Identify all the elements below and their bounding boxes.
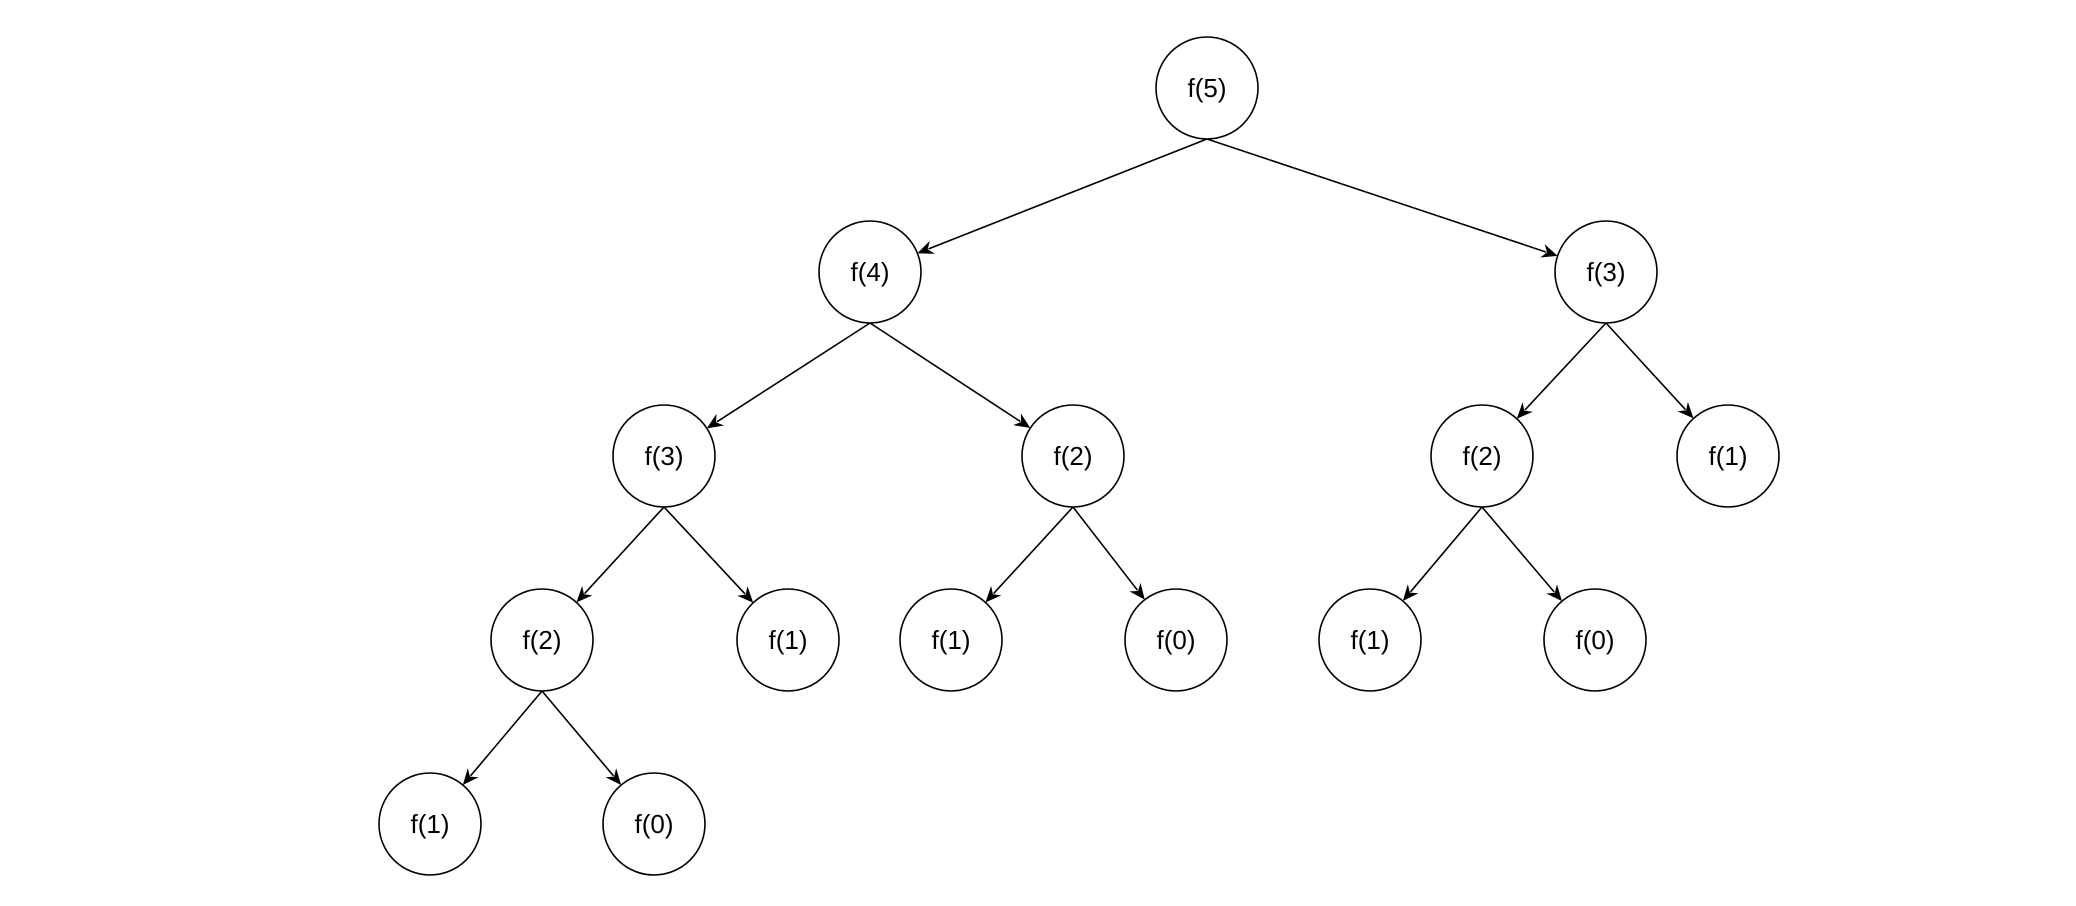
tree-node-n5: f(2) [1021, 404, 1125, 508]
edge-n3-n6 [1524, 322, 1607, 411]
node-label: f(3) [1587, 257, 1626, 287]
arrowhead-n4-n8 [576, 585, 593, 603]
node-circle [1554, 220, 1658, 324]
tree-node-n10: f(1) [899, 588, 1003, 692]
node-circle [899, 588, 1003, 692]
node-label: f(0) [635, 809, 674, 839]
tree-node-n4: f(3) [612, 404, 716, 508]
edge-n1-n3 [1206, 138, 1547, 253]
nodes-layer: f(5) f(4) f(3) f(3) f(2) f(2) f(1) f(2) f(1) f(1)… [378, 36, 1780, 876]
arrowhead-n2-n4 [706, 413, 725, 429]
node-circle [1021, 404, 1125, 508]
arrowhead-n1-n2 [917, 240, 935, 254]
node-label: f(1) [932, 625, 971, 655]
edge-n5-n11 [1072, 506, 1139, 591]
arrowhead-n1-n3 [1540, 244, 1558, 258]
node-circle [602, 772, 706, 876]
node-label: f(2) [1463, 441, 1502, 471]
edge-n4-n8 [583, 506, 665, 595]
edges-layer [462, 138, 1694, 785]
node-circle [612, 404, 716, 508]
edge-n1-n2 [928, 138, 1208, 250]
tree-node-n14: f(1) [378, 772, 482, 876]
edge-n2-n4 [716, 322, 871, 423]
node-circle [1676, 404, 1780, 508]
arrowhead-n6-n13 [1546, 584, 1562, 602]
edge-n6-n13 [1481, 506, 1555, 593]
tree-node-n9: f(1) [736, 588, 840, 692]
edge-n3-n7 [1605, 322, 1687, 411]
edge-n8-n14 [469, 690, 543, 777]
node-circle [736, 588, 840, 692]
node-label: f(3) [645, 441, 684, 471]
tree-node-n7: f(1) [1676, 404, 1780, 508]
node-circle [1543, 588, 1647, 692]
edge-n5-n10 [992, 506, 1074, 595]
node-label: f(1) [1709, 441, 1748, 471]
node-circle [490, 588, 594, 692]
node-circle [1430, 404, 1534, 508]
node-label: f(0) [1576, 625, 1615, 655]
edge-n2-n5 [869, 322, 1021, 423]
node-label: f(1) [411, 809, 450, 839]
edge-n6-n12 [1409, 506, 1483, 593]
node-circle [378, 772, 482, 876]
tree-node-n6: f(2) [1430, 404, 1534, 508]
arrowhead-n4-n9 [737, 586, 754, 603]
node-circle [818, 220, 922, 324]
node-label: f(2) [1054, 441, 1093, 471]
arrowhead-n5-n11 [1129, 582, 1145, 600]
arrowhead-n8-n15 [605, 768, 622, 785]
node-label: f(1) [1351, 625, 1390, 655]
tree-node-n12: f(1) [1318, 588, 1422, 692]
node-circle [1318, 588, 1422, 692]
tree-node-n1: f(5) [1155, 36, 1259, 140]
arrowhead-n6-n12 [1402, 584, 1419, 601]
arrowhead-n5-n10 [985, 585, 1002, 603]
arrowhead-n3-n6 [1516, 402, 1533, 419]
tree-node-n13: f(0) [1543, 588, 1647, 692]
tree-node-n2: f(4) [818, 220, 922, 324]
tree-node-n3: f(3) [1554, 220, 1658, 324]
arrowhead-n3-n7 [1677, 401, 1694, 419]
tree-node-n15: f(0) [602, 772, 706, 876]
node-label: f(2) [523, 625, 562, 655]
arrowhead-n2-n5 [1013, 413, 1031, 429]
node-label: f(4) [851, 257, 890, 287]
node-label: f(0) [1157, 625, 1196, 655]
node-label: f(5) [1188, 73, 1227, 103]
tree-node-n11: f(0) [1124, 588, 1228, 692]
node-circle [1124, 588, 1228, 692]
node-circle [1155, 36, 1259, 140]
arrowhead-n8-n14 [462, 768, 479, 785]
edge-n8-n15 [541, 690, 615, 777]
edge-n4-n9 [663, 506, 746, 595]
tree-node-n8: f(2) [490, 588, 594, 692]
node-label: f(1) [769, 625, 808, 655]
